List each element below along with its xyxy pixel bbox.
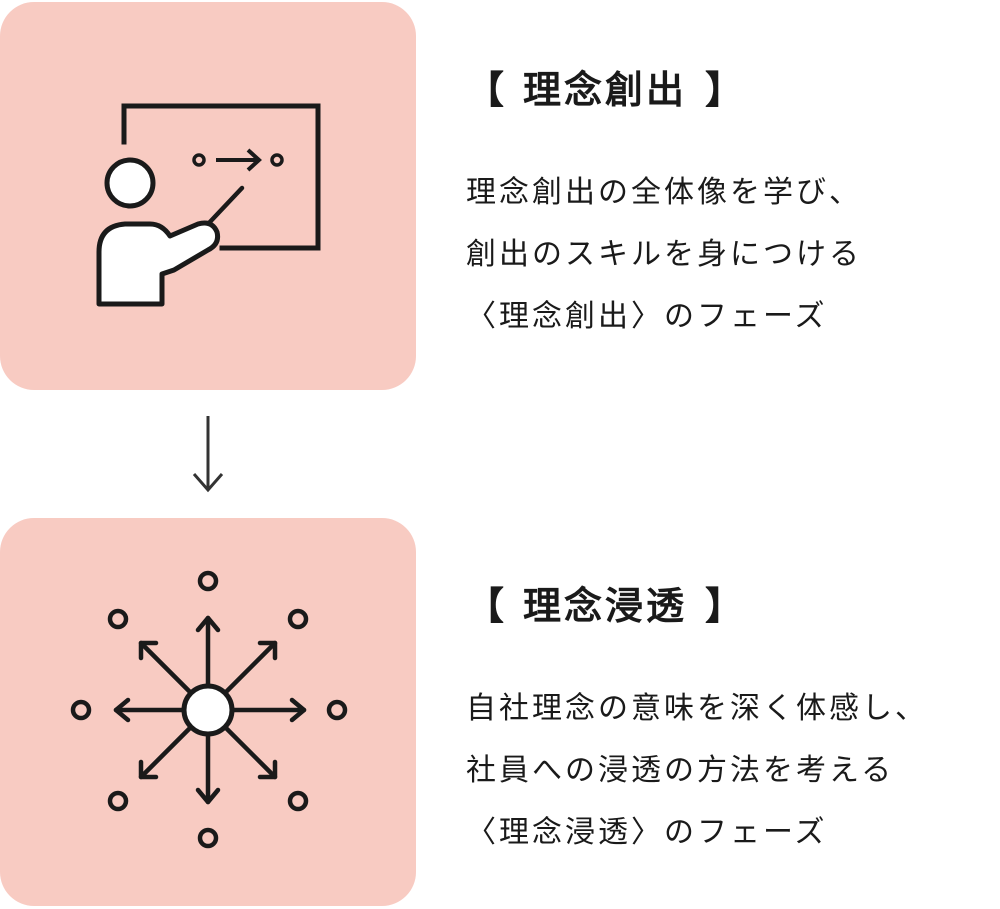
- phase-creation-text: 【理念創出】 理念創出の全体像を学び、 創出のスキルを身につける 〈理念創出〉の…: [466, 62, 986, 348]
- phase-card-penetration: [0, 518, 416, 906]
- teacher-whiteboard-icon: [96, 103, 321, 307]
- description-line: 創出のスキルを身につける: [466, 237, 862, 272]
- bracket-open: 【: [466, 584, 508, 628]
- bracket-close: 】: [705, 584, 747, 628]
- down-arrow-icon: [192, 416, 224, 493]
- phase-title: 【理念浸透】: [466, 578, 986, 634]
- description-line: 理念創出の全体像を学び、: [466, 175, 862, 210]
- description-line: 〈理念浸透〉のフェーズ: [466, 815, 828, 850]
- phase-penetration-text: 【理念浸透】 自社理念の意味を深く体感し、 社員への浸透の方法を考える 〈理念浸…: [466, 578, 986, 864]
- phase-title: 【理念創出】: [466, 62, 986, 118]
- phase-description: 自社理念の意味を深く体感し、 社員への浸透の方法を考える 〈理念浸透〉のフェーズ: [466, 678, 986, 864]
- phase-card-creation: [0, 2, 416, 390]
- bracket-close: 】: [705, 68, 747, 112]
- bracket-open: 【: [466, 68, 508, 112]
- radiating-arrows-icon: [70, 570, 348, 849]
- description-line: 〈理念創出〉のフェーズ: [466, 299, 828, 334]
- phase-title-label: 理念浸透: [523, 584, 688, 628]
- description-line: 自社理念の意味を深く体感し、: [466, 691, 928, 726]
- phase-description: 理念創出の全体像を学び、 創出のスキルを身につける 〈理念創出〉のフェーズ: [466, 162, 986, 348]
- phase-title-label: 理念創出: [523, 68, 688, 112]
- description-line: 社員への浸透の方法を考える: [466, 753, 895, 788]
